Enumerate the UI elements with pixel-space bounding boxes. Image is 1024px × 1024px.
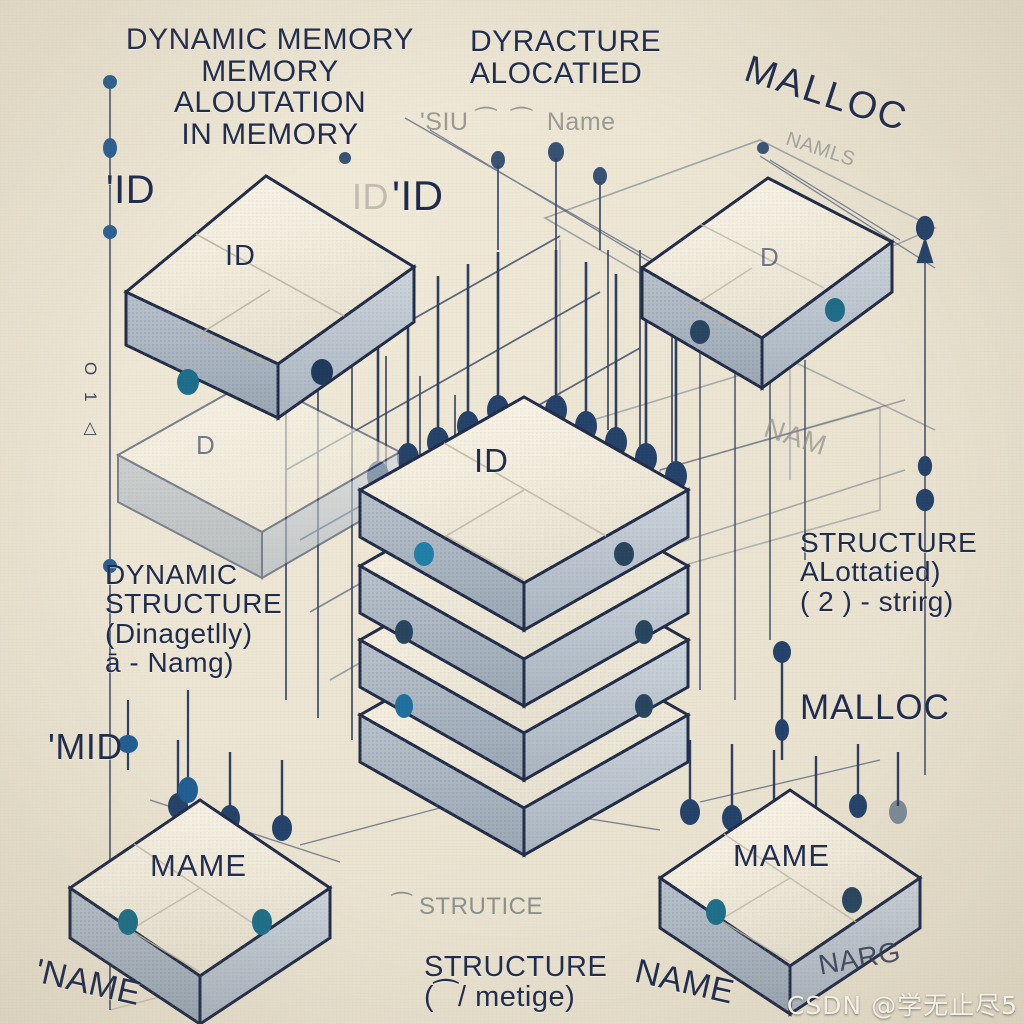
label-right-mid-block: STRUCTURE ALottatied) ( 2 ) - strirg) bbox=[800, 527, 978, 617]
label-axis-glyphs: O 1 △ bbox=[81, 362, 100, 445]
slab-label-left-top: ID bbox=[225, 240, 256, 272]
label-bottom-center: STRUCTURE (⁀/ metige) bbox=[424, 951, 608, 1014]
label-bottom-center-faint: ⁀ STRUTICE bbox=[392, 893, 543, 920]
slab-bottom-right bbox=[657, 788, 923, 1017]
slab-center-1 bbox=[356, 395, 692, 633]
label-top-center: DYRACTURE ALOCATIED bbox=[470, 25, 662, 90]
watermark: CSDN @学无止尽5 bbox=[786, 991, 1018, 1020]
label-left-id: 'ID bbox=[106, 168, 156, 212]
slab-label-bottom-left: MAME bbox=[150, 848, 247, 883]
slab-label-left-ghost: D bbox=[196, 430, 216, 460]
slab-right-top bbox=[639, 176, 895, 391]
slab-left-ghost bbox=[115, 376, 403, 580]
slab-bottom-left bbox=[67, 798, 333, 1024]
perspective-grid bbox=[109, 82, 937, 1010]
slab-label-right-top: D bbox=[760, 242, 780, 272]
page-title: DYNAMIC MEMORY MEMORY ALOUTATION IN MEMO… bbox=[125, 23, 415, 151]
slab-label-center-1: ID bbox=[474, 442, 509, 479]
label-right-mid-malloc: MALLOC bbox=[800, 688, 950, 727]
label-top-center-faint: 'SIU ⁀ ⁀ Name bbox=[420, 108, 616, 136]
isometric-grid-right bbox=[659, 300, 906, 700]
label-center-id: 'ID bbox=[392, 172, 444, 219]
label-left-mid-id: 'MID bbox=[48, 726, 123, 767]
label-left-mid-block: DYNAMIC STRUCTURE (Dinagetlly) ā - Namg) bbox=[105, 559, 283, 679]
slab-left-top bbox=[123, 174, 417, 421]
label-center-id-faint: ID bbox=[352, 176, 389, 217]
slab-label-bottom-right: MAME bbox=[733, 838, 830, 873]
